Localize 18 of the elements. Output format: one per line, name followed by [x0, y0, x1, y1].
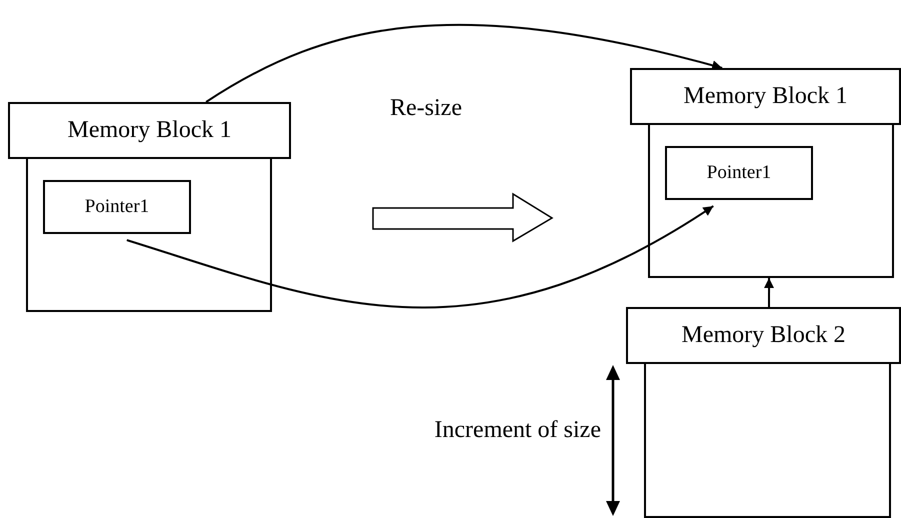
pointer-box — [43, 180, 191, 234]
box-label: Memory Block 1 — [684, 83, 848, 110]
box-label: Memory Block 1 — [68, 117, 232, 144]
box-label: Pointer1 — [84, 196, 150, 218]
block-header-box — [626, 307, 901, 364]
pointer-box — [665, 146, 813, 200]
box-label: Memory Block 2 — [682, 322, 846, 349]
box-label: Pointer1 — [706, 162, 772, 184]
memory-block-box — [26, 157, 272, 312]
dimension-label: Increment of size — [434, 417, 601, 444]
arrow — [206, 24, 722, 103]
arrow — [126, 205, 714, 308]
memory-block-box — [644, 362, 891, 518]
block-header-box — [630, 68, 901, 125]
memory-block-box — [648, 123, 894, 278]
block-header-box — [8, 102, 291, 159]
arrow — [764, 278, 774, 307]
resize-label: Re-size — [390, 95, 462, 122]
